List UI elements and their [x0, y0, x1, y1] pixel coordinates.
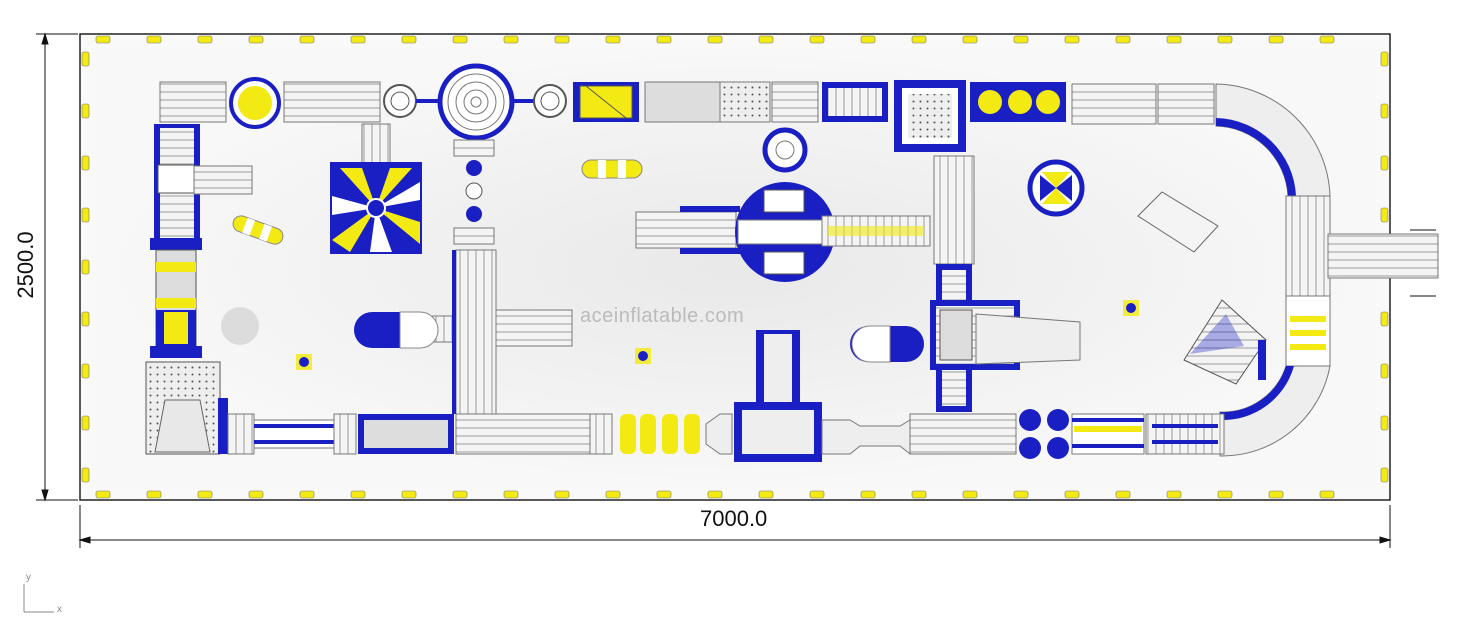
buoy-marker	[350, 35, 366, 44]
center-platform	[635, 127, 931, 282]
buoy-marker	[1013, 490, 1029, 499]
buoy-marker	[146, 35, 162, 44]
buoy-marker	[81, 363, 90, 379]
buoy-marker	[197, 35, 213, 44]
buoy-marker	[95, 490, 111, 499]
buoy-marker	[1064, 35, 1080, 44]
buoy-marker	[605, 35, 621, 44]
height-dimension-label: 2500.0	[13, 231, 38, 299]
perimeter-buoys	[81, 35, 1389, 499]
watermark: aceinflatable.com	[580, 305, 745, 327]
buoy-marker	[758, 35, 774, 44]
buoy-marker	[1319, 490, 1335, 499]
buoy-marker	[1380, 363, 1389, 379]
axis-y-label: y	[26, 572, 31, 583]
anchor-markers	[296, 300, 1139, 370]
buoy-marker	[911, 490, 927, 499]
buoy-marker	[95, 35, 111, 44]
anchor-marker-dot	[638, 351, 648, 361]
buoy-marker	[452, 490, 468, 499]
buoy-marker	[503, 35, 519, 44]
dimension-lines	[36, 32, 1392, 548]
buoy-marker	[1380, 51, 1389, 67]
buoy-marker	[809, 35, 825, 44]
buoy-marker	[1064, 490, 1080, 499]
buoy-marker	[197, 490, 213, 499]
buoy-marker	[1380, 155, 1389, 171]
buoy-marker	[758, 490, 774, 499]
right-middle-tower	[850, 155, 1085, 412]
center-cross-slide	[354, 249, 573, 415]
buoy-marker	[248, 35, 264, 44]
buoy-marker	[707, 490, 723, 499]
buoy-marker	[81, 415, 90, 431]
buoy-marker	[1380, 467, 1389, 483]
anchor-marker-dot	[1126, 303, 1136, 313]
buoy-marker	[1115, 490, 1131, 499]
buoy-marker	[1115, 35, 1131, 44]
buoy-marker	[1268, 35, 1284, 44]
buoy-marker	[1380, 207, 1389, 223]
buoy-marker	[707, 35, 723, 44]
buoy-marker	[81, 155, 90, 171]
curved-slide-top-right	[1215, 83, 1439, 457]
buoy-marker	[860, 35, 876, 44]
buoy-marker	[81, 467, 90, 483]
buoy-marker	[81, 51, 90, 67]
buoy-marker	[1268, 490, 1284, 499]
buoy-marker	[503, 490, 519, 499]
buoy-marker	[350, 490, 366, 499]
top-left-elements	[229, 63, 567, 245]
buoy-marker	[299, 490, 315, 499]
buoy-marker	[401, 490, 417, 499]
width-dimension-label: 7000.0	[700, 506, 768, 531]
buoy-marker	[554, 490, 570, 499]
buoy-marker	[962, 35, 978, 44]
buoy-marker	[452, 35, 468, 44]
axis-indicator	[23, 584, 54, 613]
buoy-marker	[1166, 35, 1182, 44]
axis-x-label: x	[57, 604, 62, 615]
buoy-marker	[1319, 35, 1335, 44]
buoy-marker	[911, 35, 927, 44]
buoy-marker	[605, 490, 621, 499]
bottom-row-obstacles	[227, 330, 1225, 462]
floating-capsules	[221, 159, 643, 345]
buoy-marker	[81, 311, 90, 327]
buoy-marker	[554, 35, 570, 44]
buoy-marker	[1217, 35, 1233, 44]
buoy-marker	[656, 490, 672, 499]
buoy-marker	[1380, 415, 1389, 431]
buoy-marker	[860, 490, 876, 499]
buoy-marker	[81, 103, 90, 119]
anchor-marker-dot	[299, 357, 309, 367]
buoy-marker	[146, 490, 162, 499]
right-floating-items	[1137, 191, 1267, 385]
buoy-marker	[1013, 35, 1029, 44]
buoy-marker	[248, 490, 264, 499]
left-tower	[145, 81, 253, 455]
buoy-marker	[1166, 490, 1182, 499]
buoy-marker	[299, 35, 315, 44]
buoy-marker	[401, 35, 417, 44]
windmill-tower	[330, 162, 422, 254]
top-row-obstacles	[573, 80, 1215, 152]
buoy-marker	[809, 490, 825, 499]
buoy-marker	[81, 207, 90, 223]
buoy-marker	[1217, 490, 1233, 499]
buoy-marker	[81, 259, 90, 275]
buoy-marker	[1380, 311, 1389, 327]
buoy-marker	[962, 490, 978, 499]
buoy-marker	[1380, 103, 1389, 119]
buoy-marker	[656, 35, 672, 44]
